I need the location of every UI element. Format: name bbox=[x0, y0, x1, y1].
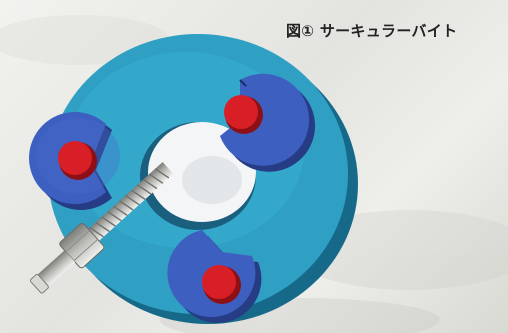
cutter-insert-left bbox=[29, 112, 120, 210]
cutter-insert-top-right bbox=[220, 73, 316, 172]
cutter-insert-bottom bbox=[167, 230, 262, 323]
bolt bbox=[30, 162, 174, 294]
figure-caption: 図① サーキュラーバイト bbox=[286, 22, 458, 40]
